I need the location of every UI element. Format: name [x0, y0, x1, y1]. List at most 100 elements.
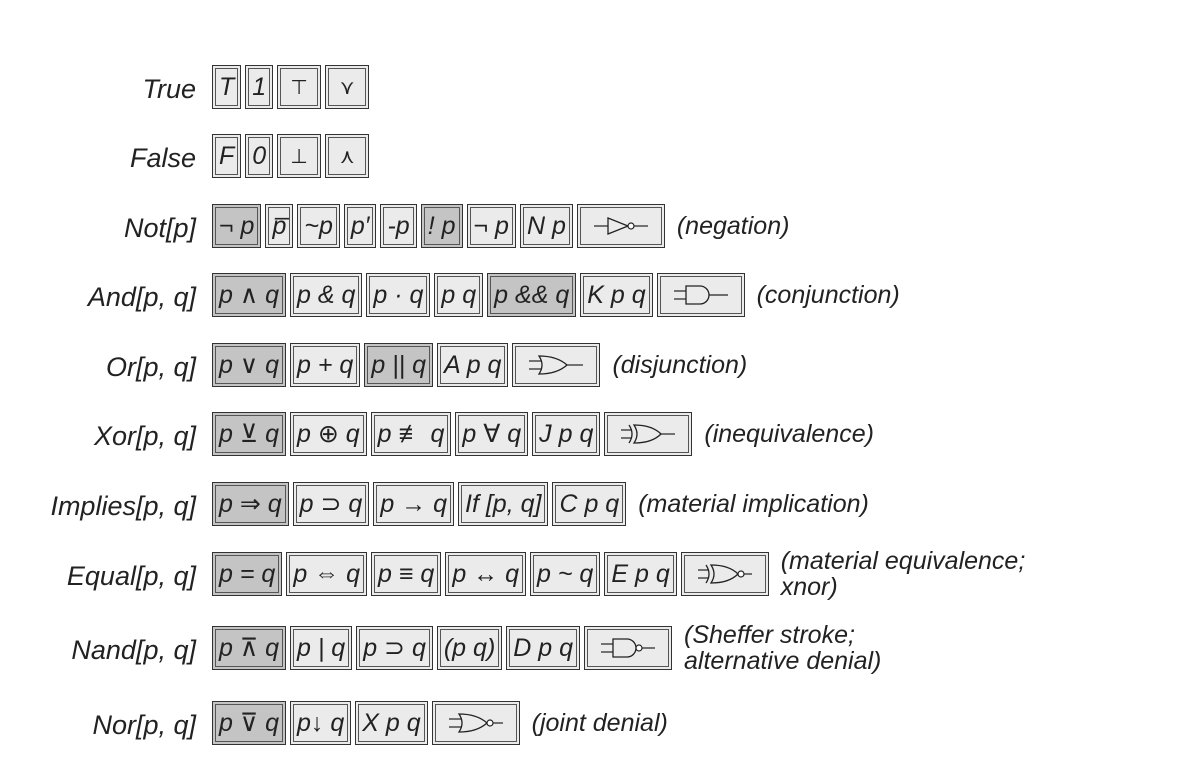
logic-gate-cell: [604, 412, 693, 456]
row-label: Nand[p, q]: [71, 635, 196, 665]
description-line: (conjunction): [756, 281, 900, 309]
notation-cell: p ∀ q: [455, 412, 529, 456]
notation-text: p ↔ q: [452, 559, 520, 588]
notation-cell: F: [212, 134, 242, 178]
notation-text: p ⊕ q: [297, 420, 360, 448]
notation-text: 1: [252, 72, 267, 101]
gate-body: [633, 424, 663, 444]
or-gate-icon: [529, 355, 584, 375]
notation-cell: p ~ q: [530, 552, 601, 596]
notation-cell: A p q: [437, 343, 509, 387]
notation-cell: p ⇔ q: [286, 552, 368, 596]
notation-text: ⊤: [290, 76, 308, 99]
gate-xor-arc: [705, 564, 710, 584]
nor-gate-icon: [448, 713, 503, 733]
notation-text: ~p: [304, 211, 333, 240]
notation-cell: ¬ p: [466, 204, 516, 248]
notation-cell: p | q: [290, 626, 353, 670]
row-label: Not[p]: [123, 213, 196, 243]
notation-cell: D p q: [506, 626, 581, 670]
notation-text: ! p: [427, 211, 456, 240]
notation-text: J p q: [539, 419, 594, 448]
notation-text: p & q: [297, 280, 356, 309]
row-label: False: [129, 143, 196, 173]
notation-cell-highlighted: p || q: [364, 343, 433, 387]
notation-cell: N p: [519, 204, 573, 248]
notation-cell: p ≢ q: [370, 412, 452, 456]
notation-cell-highlighted: p ∧ q: [212, 273, 286, 317]
notation-cells: p ⊻ q p ⊕ q p ≢ q p ∀ q J p q (inequivalence): [212, 412, 874, 460]
row-description: (material equivalence;xnor): [781, 548, 1026, 600]
notation-cell: C p q: [552, 482, 627, 526]
notation-cell: ⊤: [277, 65, 322, 109]
row-description: (inequivalence): [704, 412, 874, 456]
nand-gate-icon: [601, 638, 656, 658]
row-description: (disjunction): [612, 343, 747, 387]
notation-cell: J p q: [532, 412, 601, 456]
gate-body: [709, 564, 739, 584]
notation-text: p ≢ q: [377, 419, 445, 448]
notation-text: N p: [526, 211, 566, 240]
notation-cell: p → q: [373, 482, 455, 526]
notation-text: p ∀ q: [462, 420, 522, 448]
row-description: (joint denial): [532, 701, 668, 745]
notation-text: D p q: [513, 633, 574, 662]
notation-cell-highlighted: ! p: [420, 204, 463, 248]
notation-text: p = q: [219, 559, 276, 588]
description-line: (material equivalence;: [780, 547, 1026, 575]
gate-xor-arc: [628, 424, 634, 444]
notation-text: K p q: [587, 280, 646, 309]
row-description: (material implication): [638, 482, 869, 526]
notation-text: ¬ p: [219, 211, 255, 240]
description-line: xnor): [780, 573, 838, 601]
notation-cell: 0: [245, 134, 274, 178]
logic-gate-cell: [431, 701, 520, 745]
notation-cell-highlighted: p ⊻ q: [212, 412, 286, 456]
notation-text: p + q: [297, 350, 354, 379]
row-label: Equal[p, q]: [66, 561, 196, 591]
notation-text: E p q: [611, 559, 670, 588]
notation-text: p ∨ q: [219, 351, 279, 379]
notation-text: 0: [252, 141, 267, 170]
notation-text: ⋎: [339, 76, 355, 99]
notation-text: p↓ q: [297, 708, 345, 737]
row-label: And[p, q]: [87, 282, 196, 312]
notation-cell: ⊥: [277, 134, 322, 178]
logic-gate-cell: [584, 626, 673, 670]
notation-text: p ≡ q: [378, 559, 435, 588]
gate-body: [607, 217, 630, 235]
and-gate-icon: [673, 285, 728, 305]
notation-text: ⊥: [290, 145, 308, 168]
description-line: (disjunction): [612, 351, 748, 379]
notation-cell: p & q: [290, 273, 363, 317]
row-label: True: [142, 74, 196, 104]
notation-cell: p↓ q: [290, 701, 352, 745]
logic-gate-cell: [576, 204, 665, 248]
notation-cell: p + q: [290, 343, 361, 387]
notation-text: (p q): [443, 633, 496, 662]
notation-text: p ⇒ q: [219, 490, 282, 518]
notation-cell: X p q: [355, 701, 428, 745]
notation-cell: p ⊃ q: [356, 626, 433, 670]
description-line: (joint denial): [531, 709, 668, 737]
notation-text: p | q: [297, 633, 346, 662]
row-description: (negation): [677, 204, 790, 248]
notation-text: X p q: [362, 708, 421, 737]
row-label: Nor[p, q]: [92, 710, 196, 740]
notation-text: p ⊻ q: [219, 420, 279, 448]
notation-text: -p: [387, 211, 410, 240]
notation-cell-highlighted: p ∨ q: [212, 343, 286, 387]
description-line: (negation): [676, 212, 790, 240]
logic-gate-cell: [656, 273, 745, 317]
notation-text: p ⊼ q: [219, 634, 279, 662]
